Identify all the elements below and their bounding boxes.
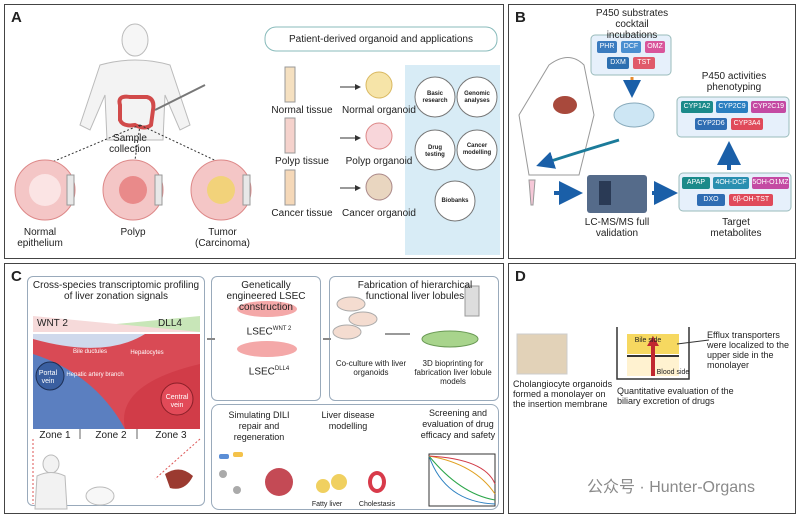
chip-cyp2c19: CYP2C19 <box>751 101 786 113</box>
disease-title: Liver disease modelling <box>321 410 375 431</box>
fatty-liver-label: Fatty liver <box>311 501 343 508</box>
lsec-dll4-base: LSEC <box>248 366 275 378</box>
sample-collection-label: Sample collection <box>109 133 151 155</box>
polyp-label: Polyp <box>120 227 146 238</box>
zone-3-label: Zone 3 <box>155 430 187 441</box>
app-cancer-modelling: Cancer modelling <box>462 143 492 156</box>
zone-2-label: Zone 2 <box>95 430 127 441</box>
cholangiocyte-label: Cholangiocyte organoids formed a monolay… <box>513 379 613 409</box>
central-vein-label: Central vein <box>165 394 189 409</box>
polyp-tissue-label: Polyp tissue <box>275 156 329 167</box>
screening-title: Screening and evaluation of drug efficac… <box>420 408 496 440</box>
hepatocytes-label: Hepatocytes <box>130 350 164 356</box>
chip-tst: TST <box>633 57 655 69</box>
lsec-dll4-label: LSECDLL4 <box>239 364 299 377</box>
wnt2-label: WNT 2 <box>37 318 68 329</box>
panel-b-label: B <box>515 9 526 26</box>
coculture-label: Co-culture with liver organoids <box>335 359 407 377</box>
pdo-title: Patient-derived organoid and application… <box>288 34 473 45</box>
bile-ductules-label: Bile ductules <box>72 349 108 355</box>
bile-side-label: Bile side <box>634 337 662 344</box>
panel-c: C <box>4 263 504 514</box>
chip-dcf: DCF <box>621 41 641 53</box>
app-drug-testing: Drug testing <box>425 145 445 158</box>
panel-a-label: A <box>11 9 22 26</box>
cholestasis-label: Cholestasis <box>358 501 396 508</box>
lsec-wnt2-label: LSECWNT 2 <box>239 324 299 337</box>
blood-side-label: Blood side <box>656 369 690 376</box>
lsec-title: Genetically engineered LSEC construction <box>226 280 306 313</box>
target-metabolites-label: Target metabolites <box>710 217 762 239</box>
lcms-label: LC-MS/MS full validation <box>584 217 650 239</box>
panel-c-label: C <box>11 268 22 285</box>
panel-d: D Bile side Blood side Efflux transporte… <box>508 263 796 514</box>
substrates-title: P450 substrates cocktail incubations <box>595 8 669 41</box>
panel-a: A <box>4 4 504 259</box>
lsec-dll4-sup: DLL4 <box>274 366 290 372</box>
panel-d-label: D <box>515 268 526 285</box>
activities-title: P450 activities phenotyping <box>701 71 767 93</box>
panel-b: B P450 substrates cocktail incubations P… <box>508 4 796 259</box>
zonation-title: Cross-species transcriptomic profiling o… <box>32 280 200 302</box>
polyp-organoid-label: Polyp organoid <box>345 156 413 167</box>
zone-1-label: Zone 1 <box>39 430 71 441</box>
normal-tissue-label: Normal tissue <box>271 105 333 116</box>
chip-apap: APAP <box>682 177 710 189</box>
panel-d-art <box>516 327 710 380</box>
dll4-label: DLL4 <box>158 318 182 329</box>
app-biobanks: Biobanks <box>441 198 469 204</box>
chip-cyp2d6: CYP2D6 <box>695 118 727 130</box>
bioprint-label: 3D bioprinting for fabrication liver lob… <box>414 359 492 386</box>
chip-dxo: DXO <box>697 194 725 206</box>
chip-6b-oh-tst: 6β-OH-TST <box>729 194 773 206</box>
chip-4oh-dcf: 4OH-DCF <box>713 177 749 189</box>
chip-cyp3a4: CYP3A4 <box>731 118 763 130</box>
portal-vein-label: Portal vein <box>38 370 58 385</box>
chip-omz: OMZ <box>645 41 665 53</box>
chip-dxm: DXM <box>607 57 629 69</box>
dili-title: Simulating DILI repair and regeneration <box>228 410 290 442</box>
app-basic-research: Basic research <box>422 91 448 104</box>
chip-cyp2c9: CYP2C9 <box>716 101 748 113</box>
efflux-label: Efflux transporters were localized to th… <box>707 330 790 370</box>
app-genomic-analyses: Genomic analyses <box>464 91 490 104</box>
panel-c-art <box>32 285 496 510</box>
fabrication-title: Fabrication of hierarchical functional l… <box>357 280 473 302</box>
cancer-tissue-label: Cancer tissue <box>271 208 333 219</box>
chip-5oh-o1mz: 5OH-O1MZ <box>752 177 789 189</box>
panel-a-art <box>14 23 500 255</box>
lsec-wnt2-sup: WNT 2 <box>272 326 292 332</box>
cancer-organoid-label: Cancer organoid <box>342 208 416 219</box>
watermark-text: 公众号 · Hunter-Organs <box>586 479 756 496</box>
hepatic-artery-label: Hepatic artery branch <box>66 372 124 378</box>
chip-cyp1a2: CYP1A2 <box>681 101 713 113</box>
lsec-wnt2-base: LSEC <box>246 326 273 338</box>
quantitative-label: Quantitative evaluation of the biliary e… <box>617 386 734 406</box>
normal-epithelium-label: Normal epithelium <box>17 227 63 249</box>
normal-organoid-label: Normal organoid <box>342 105 416 116</box>
chip-phr: PHR <box>597 41 617 53</box>
tumor-label: Tumor (Carcinoma) <box>195 227 251 249</box>
